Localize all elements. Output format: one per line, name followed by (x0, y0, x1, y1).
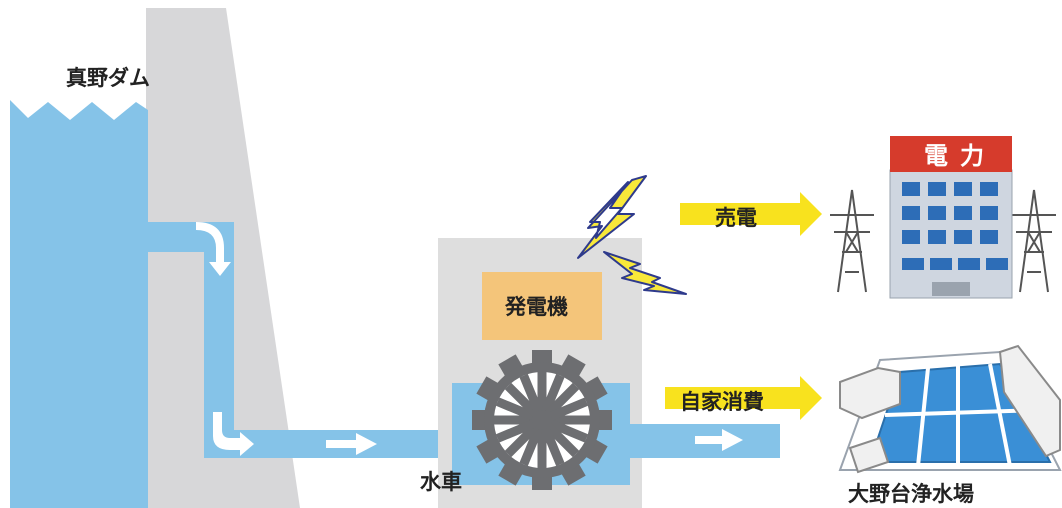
pylon-left (830, 189, 874, 293)
plant-building-bottom (848, 436, 890, 474)
lightning-bolt-2 (603, 251, 687, 295)
waterwheel-label: 水車 (420, 470, 462, 494)
flow-arrow-2 (695, 429, 743, 451)
plant-building-left (839, 366, 901, 420)
flow-arrow-bend-top (196, 222, 231, 276)
power-sign-char-2: 力 (960, 142, 984, 170)
water-treatment-plant (838, 344, 1062, 474)
reservoir-water (10, 100, 148, 508)
power-building-windows (902, 182, 1008, 270)
power-building-sign (890, 136, 1012, 172)
wheel-hub (532, 410, 552, 430)
flow-arrow-1 (326, 433, 377, 455)
sell-power-label: 売電 (715, 206, 757, 230)
pylon-right (1012, 189, 1056, 293)
water-wheel (472, 350, 612, 490)
flow-arrows (196, 222, 743, 456)
lightning-bolt-1 (577, 175, 647, 259)
generator-label: 発電機 (505, 295, 568, 319)
dam-label: 真野ダム (66, 66, 150, 90)
power-sign-char-1: 電 (924, 142, 948, 170)
plant-label: 大野台浄水場 (848, 482, 974, 506)
penstock-pipe (146, 222, 448, 458)
generator-box (482, 272, 602, 340)
plant-dividers (884, 363, 1041, 467)
power-building-door (932, 282, 970, 296)
flow-arrow-bend-bottom (213, 412, 254, 456)
self-consumption-arrow (665, 376, 822, 420)
plant-building-right (998, 344, 1061, 458)
self-consumption-label: 自家消費 (680, 390, 764, 414)
power-company: 電 力 (830, 136, 1056, 299)
sell-power-arrow (680, 192, 822, 236)
